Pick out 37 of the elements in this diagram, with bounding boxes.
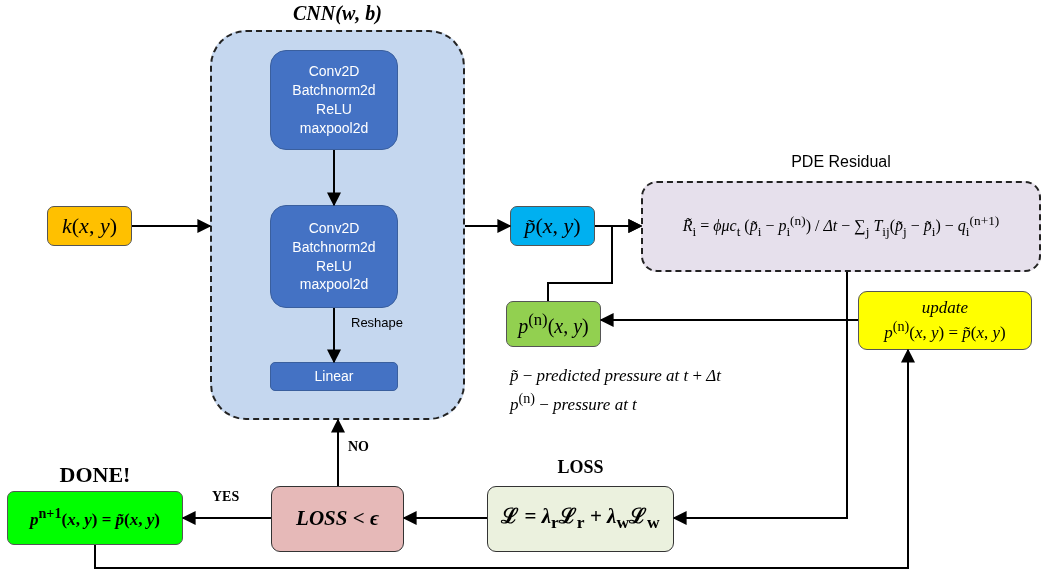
- box-heading: LOSS: [556, 457, 605, 478]
- decision-box: [271, 486, 404, 552]
- arrow: [331, 418, 345, 487]
- box-heading: PDE Residual: [790, 153, 892, 171]
- arrow: [94, 348, 915, 569]
- state-box: [506, 301, 601, 347]
- formula-text: p$^{(n)}$(x, y): [518, 310, 589, 338]
- arrow: [547, 219, 643, 302]
- arrow: [327, 149, 341, 207]
- formula-text: LOSS < ϵ: [296, 506, 379, 532]
- legend-note: p̃ − predicted pressure at t + Δt: [510, 366, 721, 386]
- layer-box: [270, 205, 398, 308]
- formula-text: p̃(x, y): [524, 212, 581, 240]
- arrow: [402, 511, 488, 525]
- arrow: [672, 271, 848, 525]
- arrow: [131, 219, 212, 233]
- arrow: [464, 219, 512, 233]
- update-box: [858, 291, 1032, 350]
- layer-box: [270, 362, 398, 391]
- formula-text: ℒ = λ$_{r}$ℒ$_{r}$ + λ$_{w}$ℒ$_{w}$: [501, 504, 660, 534]
- input-box: [47, 206, 132, 246]
- edge-label: Reshape: [349, 315, 406, 330]
- legend-note: p$^{(n)}$ − pressure at t: [510, 390, 637, 415]
- arrow: [181, 511, 272, 525]
- box-heading: CNN(w, b): [292, 2, 383, 25]
- layer-box: [270, 50, 398, 150]
- arrow: [327, 307, 341, 364]
- box-label: Linear: [314, 367, 354, 386]
- box-heading: DONE!: [58, 462, 132, 488]
- formula-text: p$^{(n)}$(x, y) = p̃(x, y): [884, 318, 1006, 344]
- box-label: Conv2D Batchnorm2d ReLU maxpool2d: [292, 62, 376, 138]
- formula-text: k(x, y): [62, 212, 117, 240]
- formula-text: update: [921, 297, 969, 319]
- box-label: Conv2D Batchnorm2d ReLU maxpool2d: [292, 218, 376, 295]
- output-box: [510, 206, 595, 246]
- arrow: [599, 313, 859, 327]
- formula-text: p$^{n+1}$(x, y) = p̃(x, y): [30, 505, 160, 531]
